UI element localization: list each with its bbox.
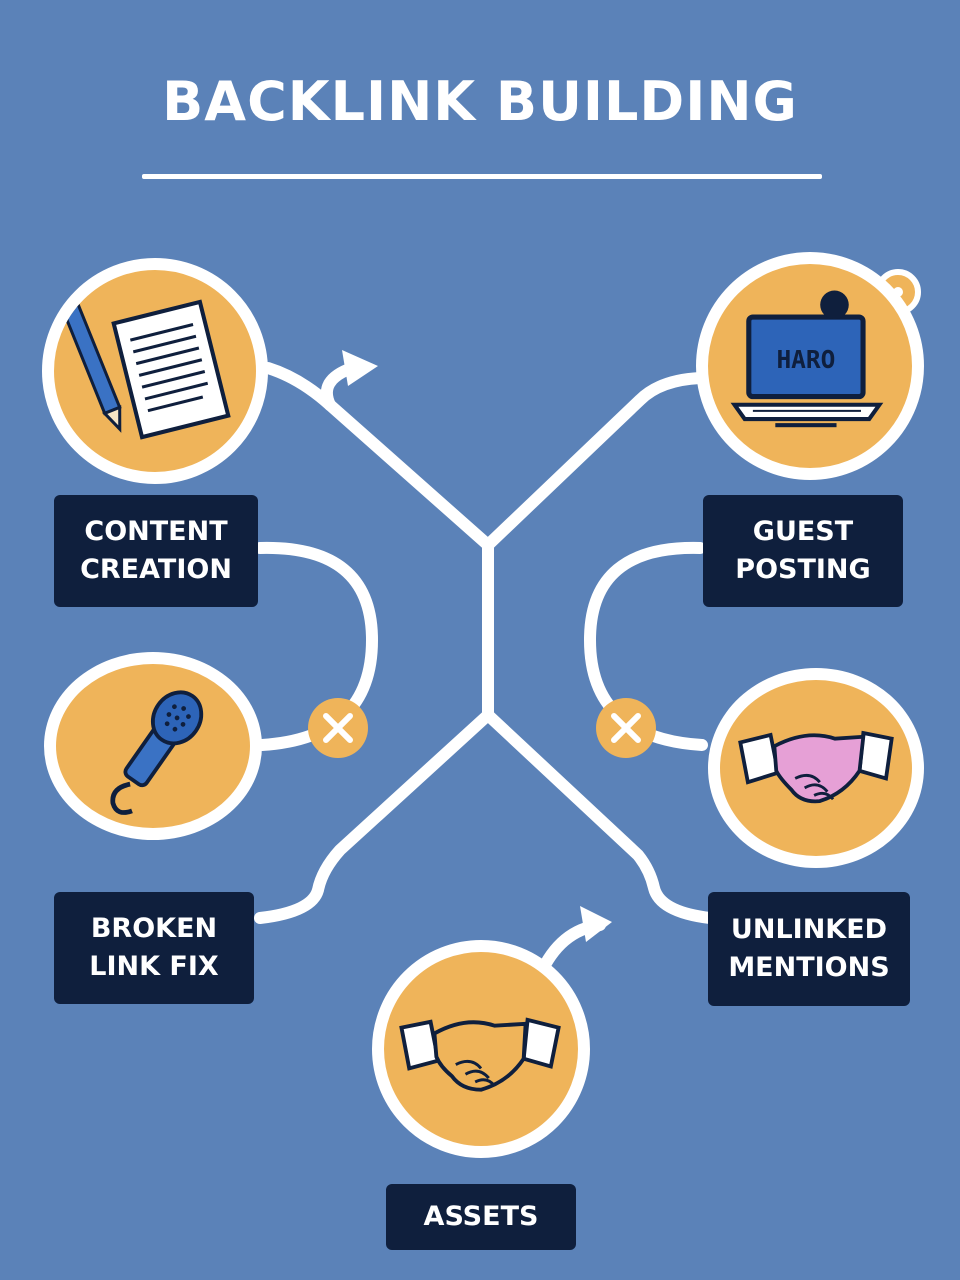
assets-circle <box>372 940 590 1158</box>
label-content-creation: CONTENT CREATION <box>54 495 258 607</box>
x-marker-right <box>596 698 656 758</box>
label-assets: ASSETS <box>386 1184 576 1250</box>
guest-posting-circle: HARO <box>696 252 924 480</box>
handshake-icon <box>738 730 894 804</box>
unlinked-mentions-circle <box>708 668 924 868</box>
laptop-screen-text: HARO <box>776 345 835 374</box>
label-unlinked-mentions: UNLINKED MENTIONS <box>708 892 910 1006</box>
arrow-head-upper-left <box>342 350 378 386</box>
broken-link-fix-circle <box>44 652 262 840</box>
arrow-head-bottom <box>580 906 612 942</box>
label-guest-posting: GUEST POSTING <box>703 495 903 607</box>
microphone-icon <box>110 690 204 815</box>
handshake-icon <box>399 1017 561 1092</box>
label-broken-link-fix: BROKEN LINK FIX <box>54 892 254 1004</box>
content-creation-circle <box>42 258 268 484</box>
page-title: BACKLINK BUILDING <box>162 70 798 133</box>
document-pencil-icon <box>60 299 231 440</box>
title-divider <box>142 174 822 179</box>
laptop-icon: HARO <box>730 290 884 428</box>
x-marker-left <box>308 698 368 758</box>
